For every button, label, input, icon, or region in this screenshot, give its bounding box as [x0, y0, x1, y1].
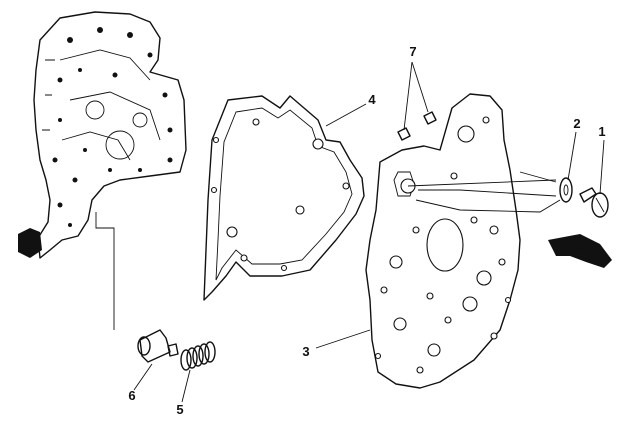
callout-labels: 1 2 3 4 5 6 7	[128, 44, 605, 417]
callout-7: 7	[409, 44, 416, 59]
hand-pointer-icon	[548, 234, 612, 268]
callout-1: 1	[598, 124, 605, 139]
washer	[559, 177, 573, 203]
separator-plate	[365, 93, 521, 389]
check-ball-pins	[397, 111, 437, 141]
leader-lines	[133, 61, 605, 403]
spring	[180, 341, 216, 371]
gasket	[203, 95, 365, 301]
screw	[579, 187, 609, 218]
callout-2: 2	[573, 116, 580, 131]
alignment-lines	[95, 171, 561, 330]
callout-3: 3	[302, 344, 309, 359]
callout-5: 5	[176, 402, 183, 417]
callout-6: 6	[128, 388, 135, 403]
valve-body-casting	[18, 11, 187, 259]
valve-plunger	[137, 329, 179, 363]
callout-4: 4	[368, 92, 376, 107]
